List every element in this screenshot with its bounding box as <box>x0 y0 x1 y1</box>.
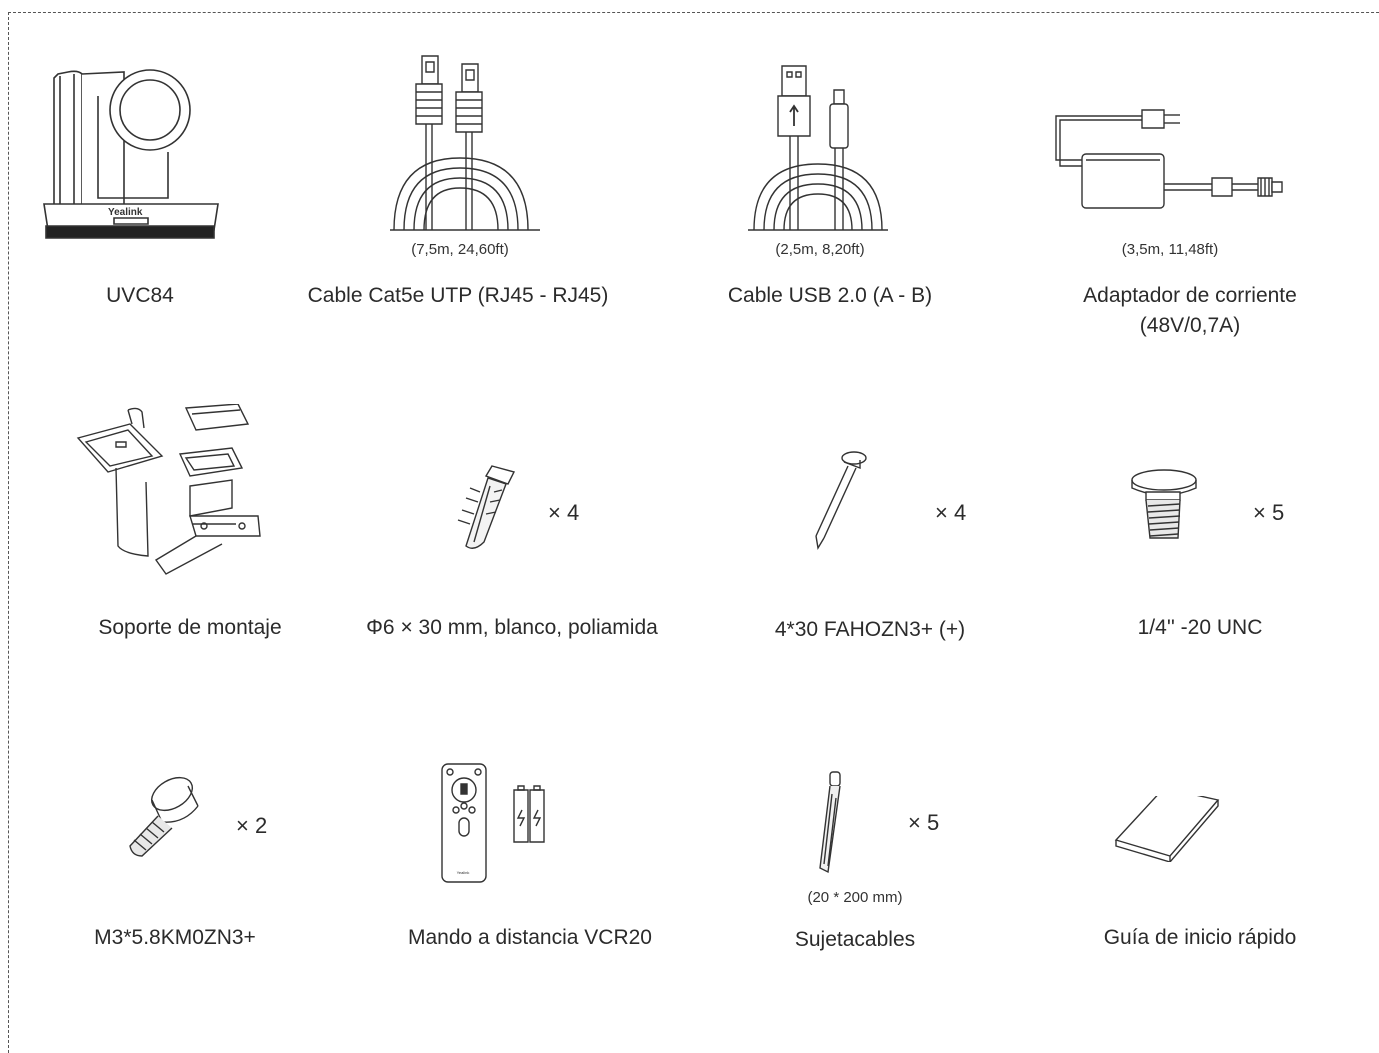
usb-cable-length: (2,5m, 8,20ft) <box>775 241 865 258</box>
screw-label: 4*30 FAHOZN3+ (+) <box>774 618 966 641</box>
ethernet-cable-icon <box>390 52 540 232</box>
thumb-screw-label: M3*5.8KM0ZN3+ <box>94 926 256 949</box>
thumb-screw-quantity: × 2 <box>236 813 268 838</box>
wall-anchor-label: Φ6 × 30 mm, blanco, poliamida <box>366 616 658 639</box>
remote-logo: Yealink <box>456 870 470 875</box>
tripod-screw-icon <box>1126 466 1202 540</box>
tripod-screw-quantity: × 5 <box>1253 500 1285 525</box>
power-adapter-rating: (48V/0,7A) <box>1139 314 1241 337</box>
power-adapter-label: Adaptador de corriente <box>1083 284 1297 307</box>
cable-tie-size: (20 * 200 mm) <box>807 889 903 906</box>
tripod-screw-label: 1/4'' -20 UNC <box>1137 616 1263 639</box>
dashed-border <box>8 12 1379 1053</box>
quick-start-guide-label: Guía de inicio rápido <box>1103 926 1297 949</box>
mounting-bracket-icon <box>72 404 268 582</box>
usb-cable-icon <box>748 62 888 232</box>
mounting-bracket-label: Soporte de montaje <box>98 616 282 639</box>
thumb-screw-icon <box>118 776 204 858</box>
remote-control-icon <box>434 760 554 884</box>
power-adapter-length: (3,5m, 11,48ft) <box>1121 241 1219 258</box>
cat5e-cable-label: Cable Cat5e UTP (RJ45 - RJ45) <box>307 284 609 307</box>
cable-tie-label: Sujetacables <box>794 928 916 951</box>
cable-tie-quantity: × 5 <box>908 810 940 835</box>
screw-quantity: × 4 <box>935 500 967 525</box>
power-adapter-icon <box>1052 106 1284 210</box>
uvc84-label: UVC84 <box>106 284 174 307</box>
camera-logo: Yealink <box>108 207 143 218</box>
ptz-camera-icon <box>38 66 220 244</box>
wall-anchor-quantity: × 4 <box>548 500 580 525</box>
cable-tie-icon <box>810 768 854 876</box>
remote-control-label: Mando a distancia VCR20 <box>408 926 652 949</box>
screw-icon <box>802 448 872 552</box>
wall-anchor-icon <box>440 462 524 554</box>
usb-cable-label: Cable USB 2.0 (A - B) <box>727 284 933 307</box>
quick-start-guide-icon <box>1112 796 1222 862</box>
cat5e-cable-length: (7,5m, 24,60ft) <box>411 241 509 258</box>
